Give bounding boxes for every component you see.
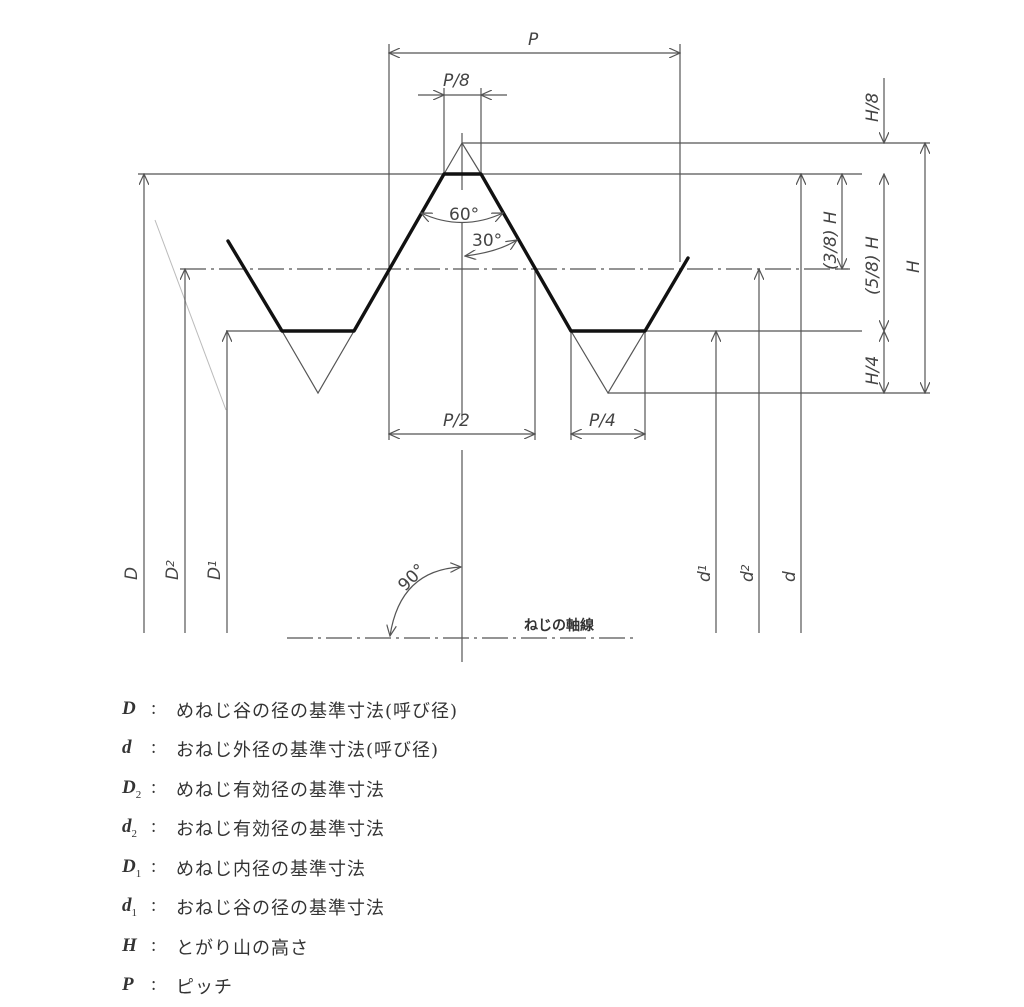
- svg-text:D2: D2: [163, 560, 183, 580]
- dim-pitch: P: [389, 30, 680, 53]
- dim-h-quarter: H/4: [863, 331, 884, 393]
- angle-30: 30°: [465, 231, 517, 256]
- legend-item-D1: D1: めねじ内径の基準寸法: [122, 848, 458, 888]
- svg-text:H: H: [904, 260, 924, 273]
- legend-description: おねじ外径の基準寸法(呼び径): [176, 740, 440, 762]
- legend-symbol: d:: [122, 737, 157, 759]
- dim-pitch-eighth: P/8: [418, 71, 507, 95]
- dim-h-full: H: [904, 143, 925, 393]
- legend-item-d: d: おねじ外径の基準寸法(呼び径): [122, 730, 458, 770]
- legend-symbol: D2:: [122, 776, 157, 801]
- legend-symbol: H:: [122, 934, 157, 956]
- symbol-legend: D: めねじ谷の径の基準寸法(呼び径) d: おねじ外径の基準寸法(呼び径) D…: [122, 690, 458, 1006]
- svg-text:(5/8) H: (5/8) H: [863, 236, 883, 295]
- dim-d1: d1: [695, 331, 716, 633]
- svg-text:d1: d1: [695, 564, 715, 582]
- dim-h-eighth: H/8: [863, 78, 884, 143]
- svg-text:P/8: P/8: [443, 71, 470, 91]
- dim-pitch-quarter: P/4: [571, 411, 645, 434]
- legend-item-d1: d1: おねじ谷の径の基準寸法: [122, 888, 458, 928]
- legend-symbol: d1:: [122, 895, 157, 920]
- svg-text:d2: d2: [738, 564, 758, 582]
- thread-profile: [226, 172, 690, 333]
- dim-d: d: [780, 174, 801, 633]
- screw-axis: ねじの軸線: [287, 617, 636, 639]
- svg-text:P/2: P/2: [443, 411, 470, 431]
- dim-h-three-eighths: (3/8) H: [821, 174, 848, 270]
- legend-symbol: P:: [122, 974, 157, 996]
- dim-h-five-eighths: (5/8) H: [863, 174, 884, 331]
- dim-D: D: [122, 174, 144, 633]
- legend-item-d2: d2: おねじ有効径の基準寸法: [122, 809, 458, 849]
- svg-text:D: D: [122, 567, 142, 580]
- dim-D2: D2: [163, 269, 185, 633]
- legend-symbol: d2:: [122, 816, 157, 841]
- svg-text:P: P: [528, 30, 539, 50]
- svg-text:ねじの軸線: ねじの軸線: [524, 617, 594, 634]
- svg-text:P/4: P/4: [589, 411, 616, 431]
- legend-description: おねじ有効径の基準寸法: [176, 819, 385, 841]
- svg-text:d: d: [780, 571, 800, 582]
- angle-90: 90°: [390, 560, 461, 636]
- legend-description: めねじ谷の径の基準寸法(呼び径): [176, 700, 459, 722]
- dim-D1: D1: [205, 331, 227, 633]
- svg-text:90°: 90°: [394, 560, 429, 595]
- legend-item-D: D: めねじ谷の径の基準寸法(呼び径): [122, 690, 458, 730]
- angle-60: 60°: [421, 205, 503, 225]
- svg-text:30°: 30°: [472, 231, 502, 251]
- legend-item-P: P: ピッチ: [122, 967, 458, 1007]
- thread-profile-diagram: P P/8 60° 30° P/2 P/4 H/8 (3/8) H (5/8) …: [122, 30, 930, 662]
- svg-text:H/8: H/8: [863, 92, 883, 122]
- fundamental-triangles: [281, 141, 646, 395]
- dim-d2: d2: [738, 269, 759, 633]
- legend-description: とがり山の高さ: [176, 937, 309, 959]
- svg-text:H/4: H/4: [863, 356, 883, 385]
- svg-text:(3/8) H: (3/8) H: [821, 211, 841, 270]
- extension-lines: [138, 142, 930, 394]
- legend-item-D2: D2: めねじ有効径の基準寸法: [122, 769, 458, 809]
- legend-symbol: D:: [122, 697, 157, 719]
- legend-symbol: D1:: [122, 855, 157, 880]
- svg-text:60°: 60°: [449, 205, 479, 225]
- vertical-extension-lines: [388, 44, 681, 440]
- legend-item-H: H: とがり山の高さ: [122, 927, 458, 967]
- legend-description: ピッチ: [176, 977, 233, 999]
- legend-description: めねじ内径の基準寸法: [176, 858, 366, 880]
- dim-pitch-half: P/2: [389, 411, 535, 434]
- legend-description: おねじ谷の径の基準寸法: [176, 898, 385, 920]
- svg-text:D1: D1: [205, 560, 225, 580]
- legend-description: めねじ有効径の基準寸法: [176, 779, 385, 801]
